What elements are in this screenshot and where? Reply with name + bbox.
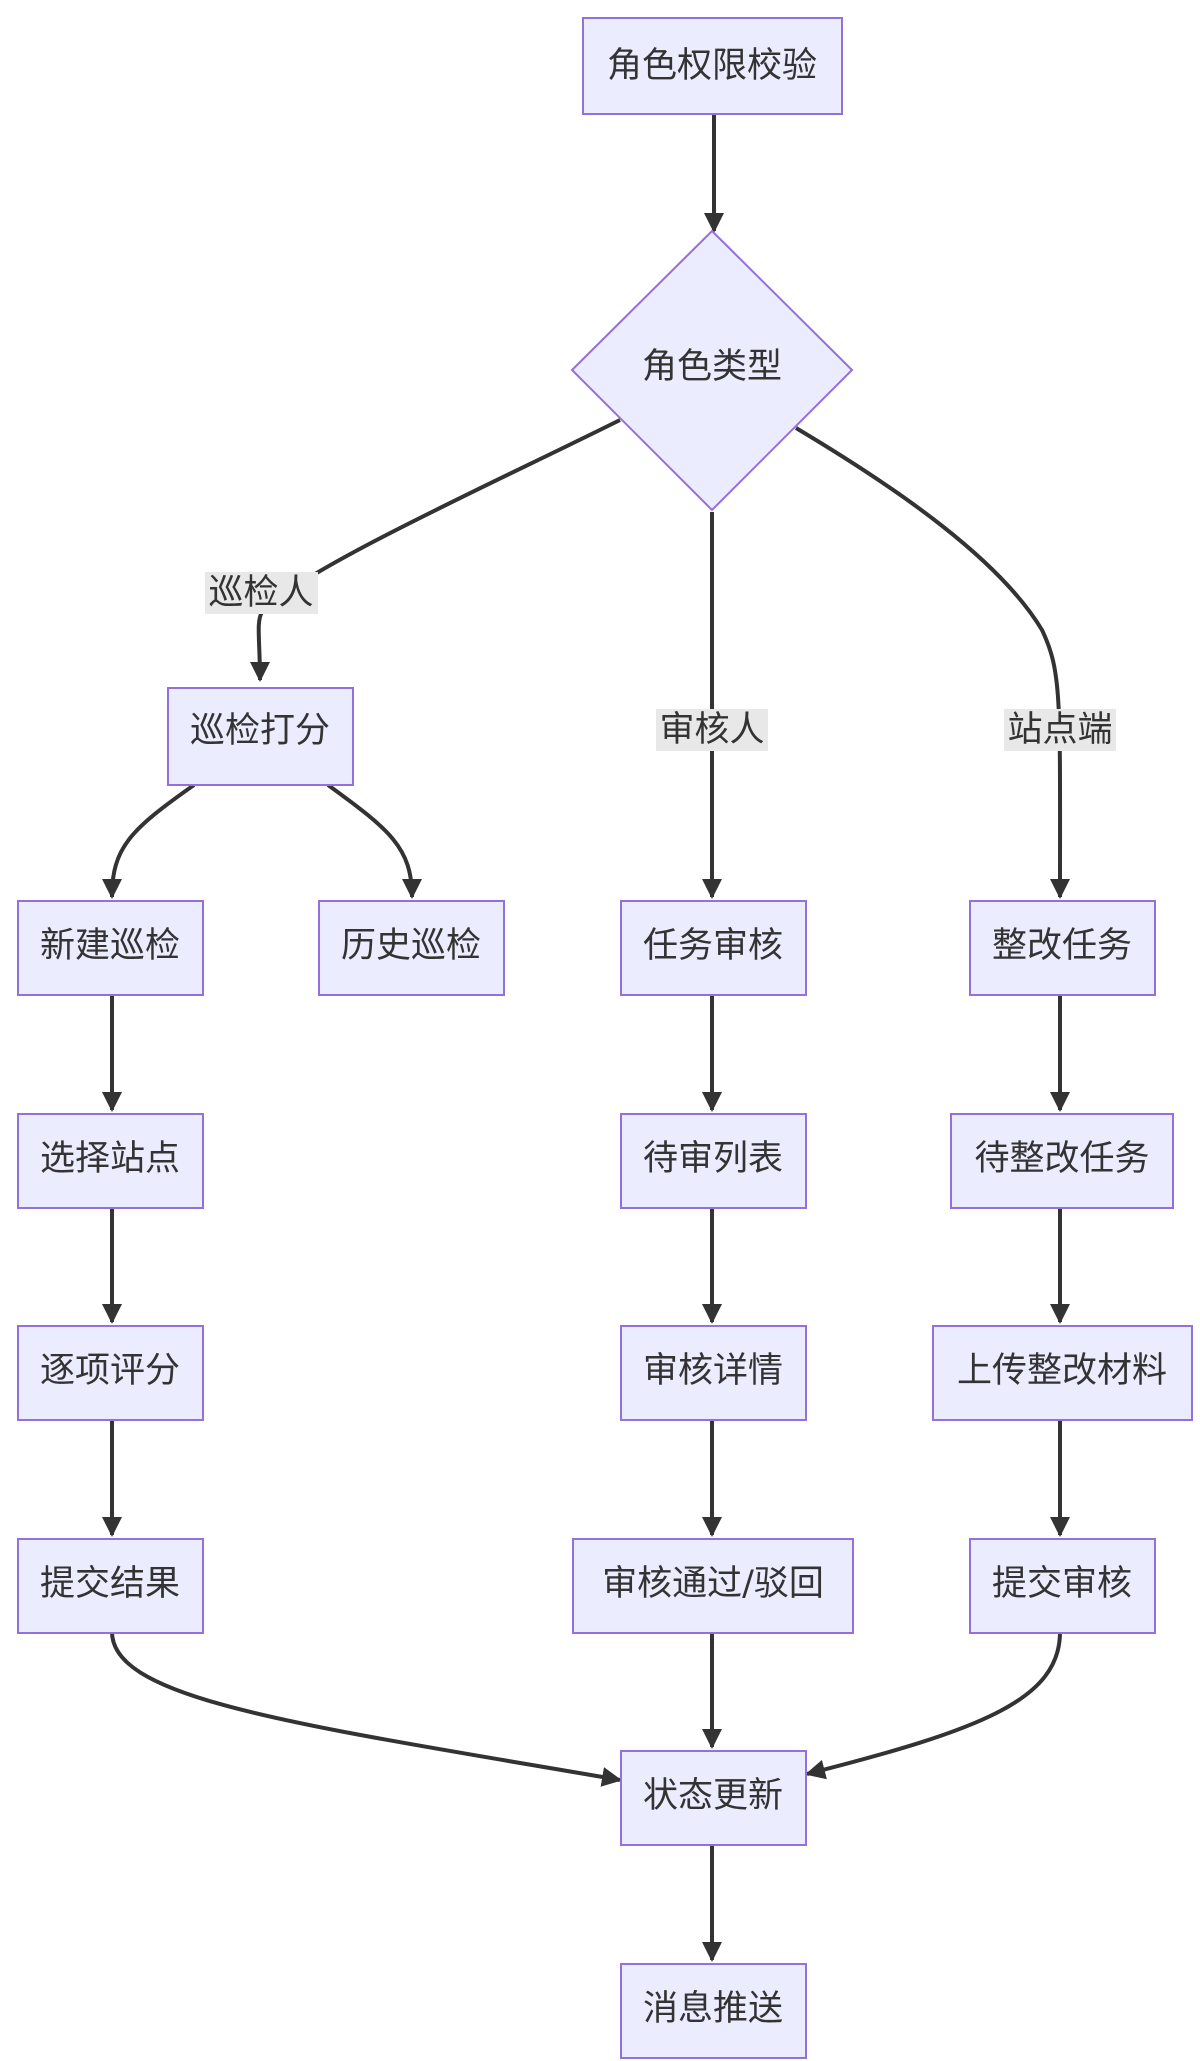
node-rectify-task-label: 整改任务 — [992, 926, 1132, 966]
edge-label-reviewer-text: 审核人 — [659, 710, 764, 750]
edge-patrol-scoring-to-history-patrol — [326, 783, 422, 899]
node-approve-reject-label: 审核通过/驳回 — [602, 1564, 824, 1604]
node-task-review-label: 任务审核 — [643, 926, 783, 966]
node-upload-materials-label: 上传整改材料 — [957, 1351, 1167, 1391]
node-pending-rectify-label: 待整改任务 — [974, 1139, 1149, 1179]
node-select-site: 选择站点 — [17, 1113, 204, 1209]
edge-submit-result-to-status-update — [110, 1631, 622, 1787]
node-message-push-label: 消息推送 — [643, 1989, 783, 2029]
node-pending-list-label: 待审列表 — [643, 1139, 783, 1179]
edge-label-site: 站点端 — [1004, 709, 1116, 751]
edge-label-reviewer: 审核人 — [656, 709, 768, 751]
edge-role-type-to-rectify-task — [794, 426, 1071, 899]
node-history-patrol-label: 历史巡检 — [341, 926, 481, 966]
node-pending-list: 待审列表 — [620, 1113, 807, 1209]
node-submit-result: 提交结果 — [17, 1538, 204, 1634]
node-rectify-task: 整改任务 — [969, 900, 1156, 996]
node-item-scoring: 逐项评分 — [17, 1325, 204, 1421]
node-review-detail: 审核详情 — [620, 1325, 807, 1421]
node-new-patrol-label: 新建巡检 — [40, 926, 180, 966]
node-submit-review-label: 提交审核 — [992, 1564, 1132, 1604]
edge-label-inspector-text: 巡检人 — [208, 573, 313, 613]
node-upload-materials: 上传整改材料 — [932, 1325, 1193, 1421]
edges — [102, 114, 1071, 1962]
node-role-check-label: 角色权限校验 — [607, 46, 817, 86]
edge-role-type-to-patrol-scoring — [249, 418, 621, 682]
edge-patrol-scoring-to-new-patrol — [102, 783, 196, 899]
node-role-check: 角色权限校验 — [582, 17, 843, 115]
node-status-update-label: 状态更新 — [643, 1776, 783, 1816]
node-role-type: 角色类型 — [570, 229, 854, 512]
node-submit-result-label: 提交结果 — [40, 1564, 180, 1604]
node-new-patrol: 新建巡检 — [17, 900, 204, 996]
node-message-push: 消息推送 — [620, 1963, 807, 2059]
node-status-update: 状态更新 — [620, 1750, 807, 1846]
node-patrol-scoring-label: 巡检打分 — [190, 711, 330, 751]
edge-label-inspector: 巡检人 — [205, 572, 318, 614]
node-review-detail-label: 审核详情 — [643, 1351, 783, 1391]
edge-label-site-text: 站点端 — [1007, 710, 1112, 750]
node-role-type-label: 角色类型 — [642, 347, 782, 387]
node-submit-review: 提交审核 — [969, 1538, 1156, 1634]
node-patrol-scoring: 巡检打分 — [167, 687, 354, 786]
edge-submit-review-to-status-update — [805, 1631, 1062, 1780]
node-select-site-label: 选择站点 — [40, 1139, 180, 1179]
node-history-patrol: 历史巡检 — [318, 900, 505, 996]
node-approve-reject: 审核通过/驳回 — [572, 1538, 854, 1634]
node-item-scoring-label: 逐项评分 — [40, 1351, 180, 1391]
node-pending-rectify: 待整改任务 — [950, 1113, 1174, 1209]
node-task-review: 任务审核 — [620, 900, 807, 996]
